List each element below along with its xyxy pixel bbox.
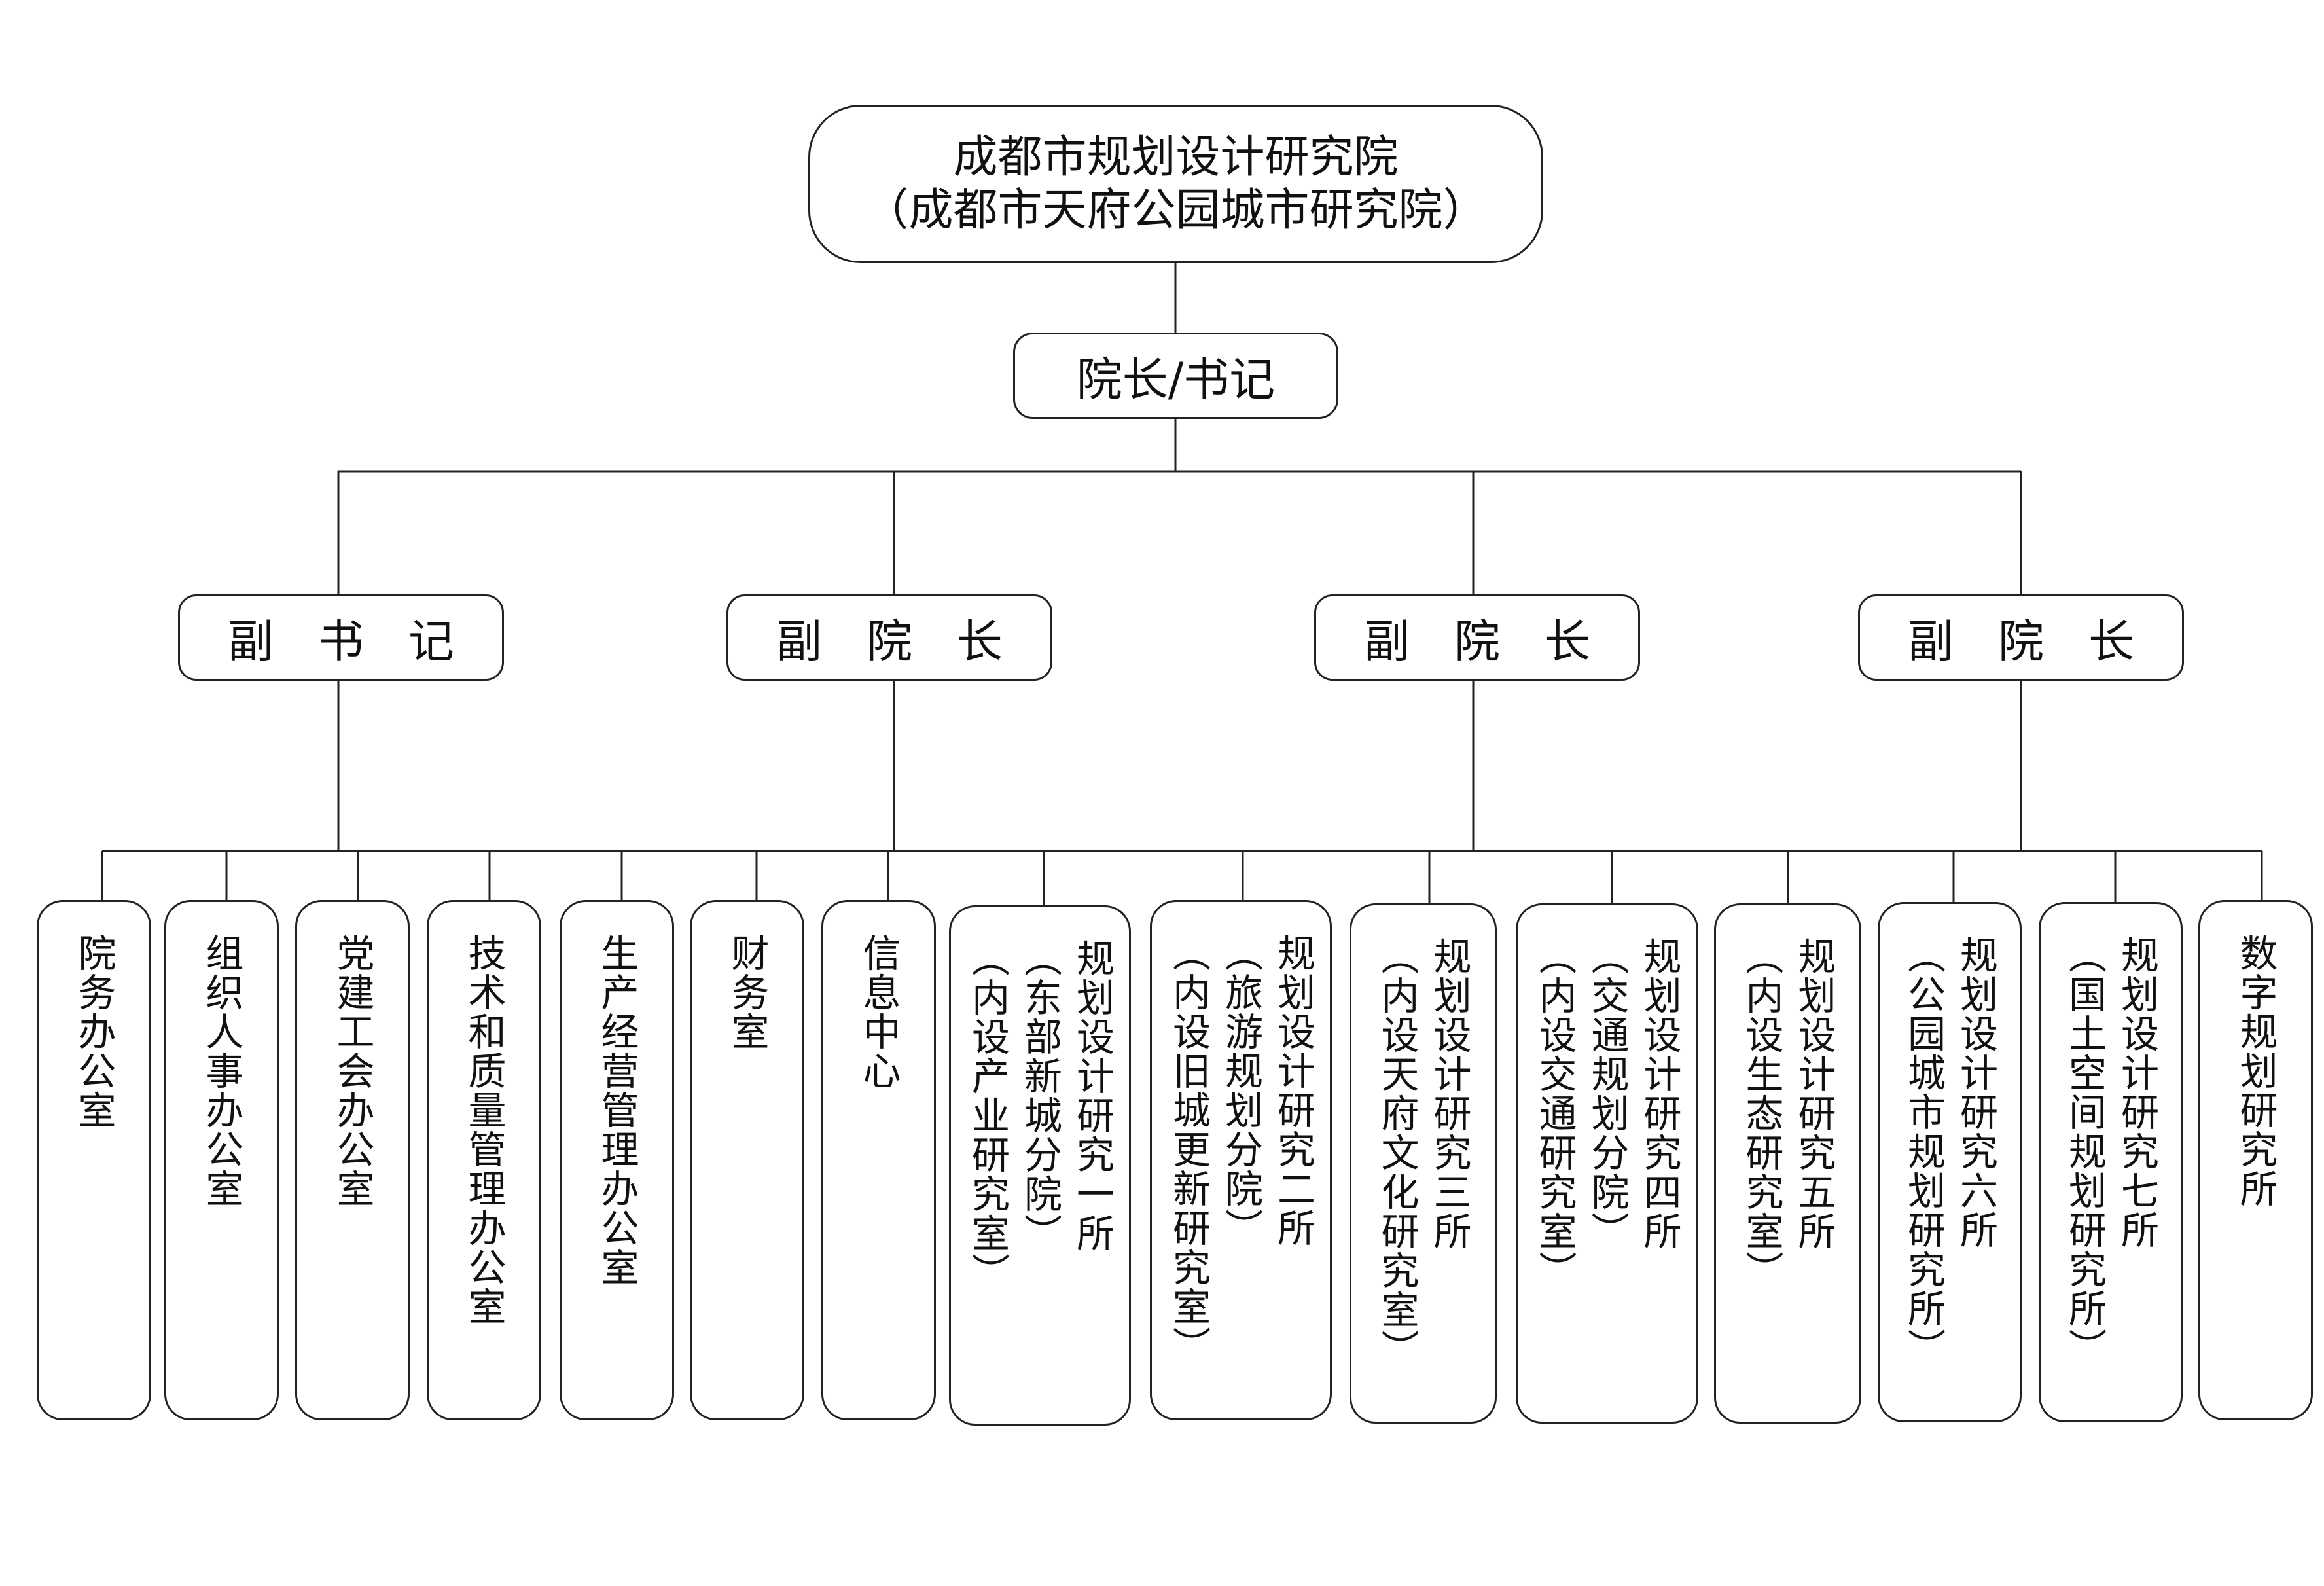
unit-node-8: 规划设计研究一所（东部新城分院）（内设产业研究室） xyxy=(949,905,1131,1426)
unit-label: 规划设计研究三所（内设天府文化研究室） xyxy=(1374,937,1472,1369)
deputy-node-1: 副书记 xyxy=(178,594,504,681)
unit-label: 组织人事办公室 xyxy=(199,933,244,1208)
unit-node-7: 信息中心 xyxy=(821,900,936,1420)
deputy-node-4: 副院长 xyxy=(1858,594,2184,681)
unit-label: 数字规划研究所 xyxy=(2233,933,2278,1208)
unit-node-4: 技术和质量管理办公室 xyxy=(427,900,541,1420)
root-node: 成都市规划设计研究院 （成都市天府公园城市研究院） xyxy=(808,105,1543,263)
president-label: 院长/书记 xyxy=(1076,352,1276,406)
unit-node-10: 规划设计研究三所（内设天府文化研究室） xyxy=(1350,903,1497,1424)
unit-label: 规划设计研究二所（旅游规划分院）（内设旧城更新研究室） xyxy=(1166,933,1316,1365)
unit-node-11: 规划设计研究四所（交通规划分院）（内设交通研究室） xyxy=(1516,903,1698,1424)
unit-label: 规划设计研究四所（交通规划分院）（内设交通研究室） xyxy=(1532,937,1682,1290)
unit-node-13: 规划设计研究六所（公园城市规划研究所） xyxy=(1878,902,2022,1422)
unit-label: 财务室 xyxy=(724,933,770,1051)
unit-node-9: 规划设计研究二所（旅游规划分院）（内设旧城更新研究室） xyxy=(1150,900,1332,1420)
unit-label: 党建工会办公室 xyxy=(330,933,375,1208)
unit-node-2: 组织人事办公室 xyxy=(164,900,279,1420)
root-title: 成都市规划设计研究院 xyxy=(953,131,1399,183)
unit-label: 信息中心 xyxy=(856,933,901,1090)
unit-label: 规划设计研究六所（公园城市规划研究所） xyxy=(1901,935,1999,1367)
deputy-label: 副书记 xyxy=(228,614,499,668)
unit-label: 生产经营管理办公室 xyxy=(594,933,639,1287)
deputy-label: 副院长 xyxy=(776,614,1047,668)
deputy-label: 副院长 xyxy=(1364,614,1635,668)
unit-node-14: 规划设计研究七所（国土空间规划研究所） xyxy=(2039,902,2183,1422)
unit-node-5: 生产经营管理办公室 xyxy=(560,900,674,1420)
unit-label: 院务办公室 xyxy=(71,933,116,1130)
deputy-node-3: 副院长 xyxy=(1314,594,1640,681)
unit-label: 规划设计研究五所（内设生态研究室） xyxy=(1739,937,1836,1290)
unit-node-12: 规划设计研究五所（内设生态研究室） xyxy=(1714,903,1861,1424)
unit-label: 规划设计研究一所（东部新城分院）（内设产业研究室） xyxy=(965,939,1115,1292)
deputy-node-2: 副院长 xyxy=(726,594,1052,681)
unit-node-3: 党建工会办公室 xyxy=(295,900,410,1420)
unit-label: 技术和质量管理办公室 xyxy=(461,933,507,1326)
unit-node-1: 院务办公室 xyxy=(37,900,151,1420)
deputy-label: 副院长 xyxy=(1908,614,2179,668)
unit-node-15: 数字规划研究所 xyxy=(2198,900,2313,1420)
root-subtitle: （成都市天府公园城市研究院） xyxy=(864,185,1488,236)
unit-node-6: 财务室 xyxy=(690,900,804,1420)
president-node: 院长/书记 xyxy=(1013,333,1338,419)
unit-label: 规划设计研究七所（国土空间规划研究所） xyxy=(2062,935,2160,1367)
